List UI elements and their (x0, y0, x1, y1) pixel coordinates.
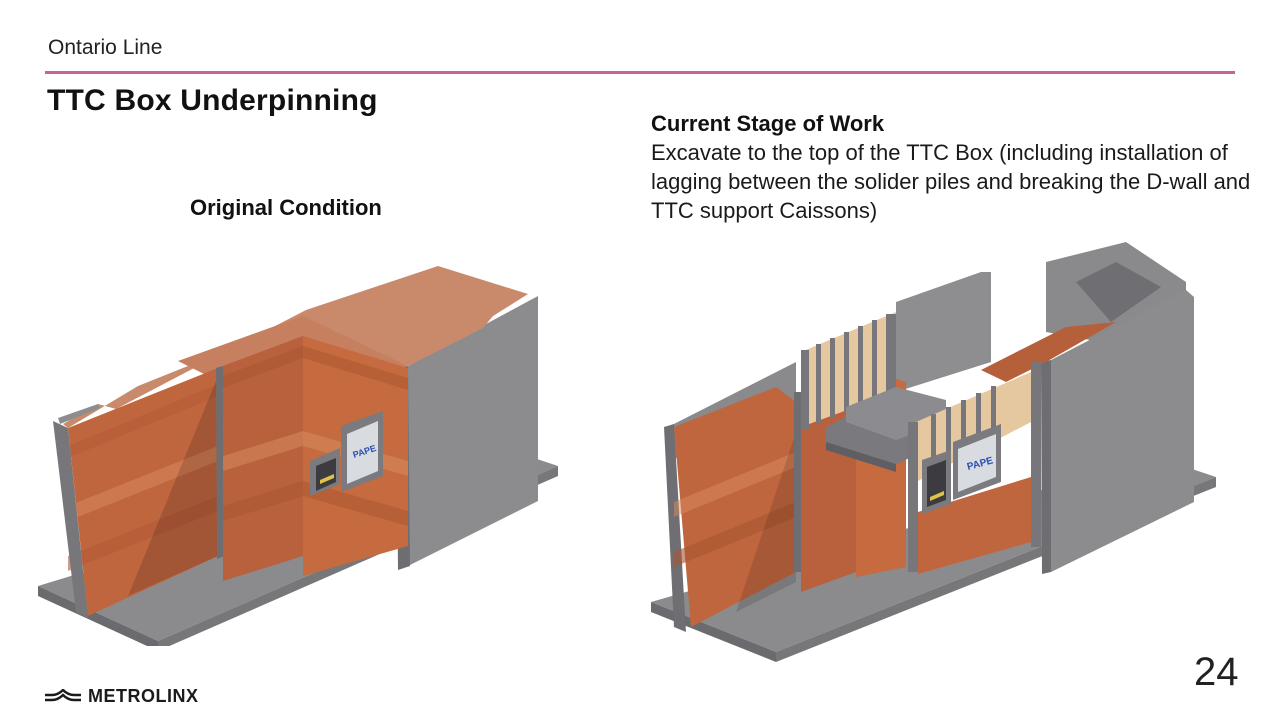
ttc-box-opening: PAPE (922, 424, 1001, 514)
current-stage-illustration: PAPE (651, 242, 1216, 662)
back-wall (896, 272, 991, 392)
section-label: Ontario Line (48, 36, 163, 59)
slide-title: TTC Box Underpinning (47, 84, 378, 117)
concrete-block-right (408, 296, 538, 566)
metrolinx-wave-icon (45, 688, 81, 701)
original-condition-illustration: PAPE (38, 266, 558, 651)
concrete-block-right (1051, 290, 1194, 572)
original-condition-label: Original Condition (190, 195, 382, 220)
ttc-box-opening: PAPE (310, 411, 383, 496)
metrolinx-logo: METROLINX (44, 686, 199, 707)
header-divider (45, 71, 1235, 74)
page-number: 24 (1194, 650, 1239, 694)
original-condition-figure: PAPE (38, 256, 558, 651)
logo-text: METROLINX (88, 686, 199, 706)
current-stage-heading: Current Stage of Work (651, 111, 885, 136)
current-stage-description: Excavate to the top of the TTC Box (incl… (651, 140, 1251, 223)
current-stage-figure: PAPE (646, 242, 1216, 662)
soil-top-surface (63, 266, 528, 428)
soil-face-left (674, 387, 796, 627)
current-stage-block: Current Stage of Work Excavate to the to… (651, 110, 1251, 225)
